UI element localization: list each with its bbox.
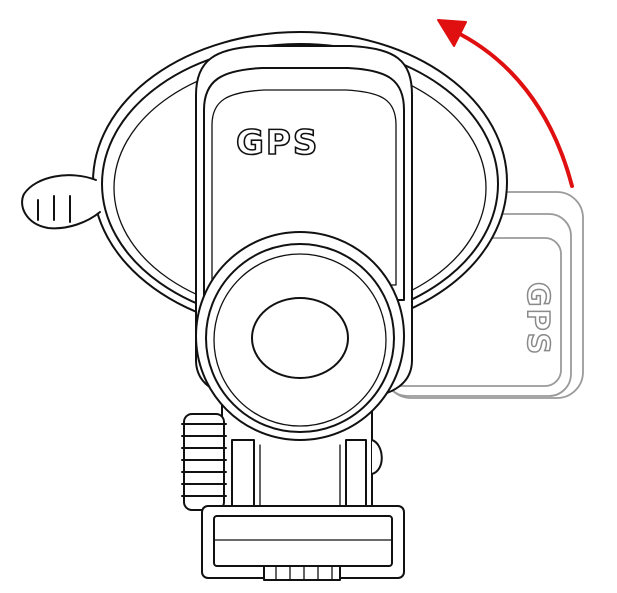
suction-release-tab <box>21 174 101 230</box>
tightening-knob <box>181 413 227 511</box>
ball-joint-center-cap <box>251 297 349 379</box>
knob-ridges <box>181 423 227 497</box>
base-connector-pins <box>275 565 333 581</box>
mount-head-face-inner <box>211 89 397 286</box>
base-connector <box>263 565 341 581</box>
curved-arrow-icon <box>450 28 574 188</box>
arrow-head-icon <box>437 19 467 47</box>
stem-grooves <box>259 444 341 509</box>
base-plate <box>201 505 405 581</box>
main-gps-label: GPS <box>236 123 319 163</box>
tab-grip-ridges <box>37 195 71 223</box>
ghost-gps-label: GPS <box>520 282 555 356</box>
ball-joint-inner-ring <box>213 253 387 427</box>
stem-side-clip <box>371 439 383 475</box>
mount-head-face-outer <box>203 67 405 301</box>
ball-joint <box>195 231 405 441</box>
rotation-arrow <box>437 19 574 188</box>
ball-joint-ring <box>205 243 395 433</box>
